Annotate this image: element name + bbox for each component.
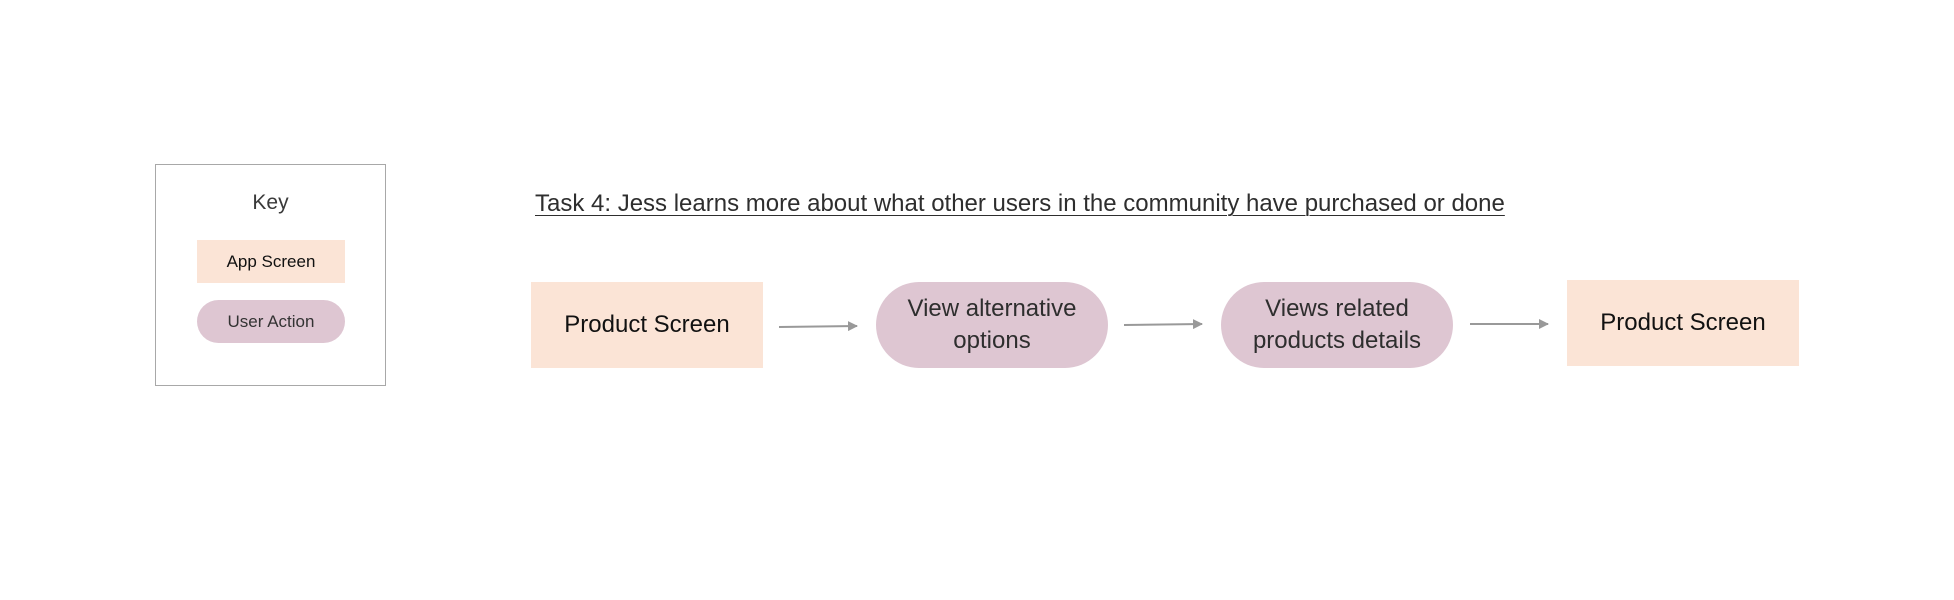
flow-step-label: Views related products details xyxy=(1252,295,1422,354)
task-title: Task 4: Jess learns more about what othe… xyxy=(535,190,1505,217)
flow-step-product-screen-start: Product Screen xyxy=(531,282,763,368)
flow-step-product-screen-end: Product Screen xyxy=(1567,280,1799,366)
flow-step-label: Product Screen xyxy=(564,311,730,338)
flow-step-view-alternative-options: View alternative options xyxy=(876,282,1108,368)
arrow-right-icon xyxy=(1123,319,1203,330)
key-title: Key xyxy=(252,191,289,214)
key-user-action: User Action xyxy=(197,300,345,343)
key-legend: Key App Screen User Action xyxy=(155,164,386,386)
key-app-screen: App Screen xyxy=(197,240,345,283)
flow-step-label: View alternative options xyxy=(907,295,1077,354)
arrow-right-icon xyxy=(778,321,858,332)
flow-step-views-related-products: Views related products details xyxy=(1221,282,1453,368)
flow-step-label: Product Screen xyxy=(1600,309,1766,336)
